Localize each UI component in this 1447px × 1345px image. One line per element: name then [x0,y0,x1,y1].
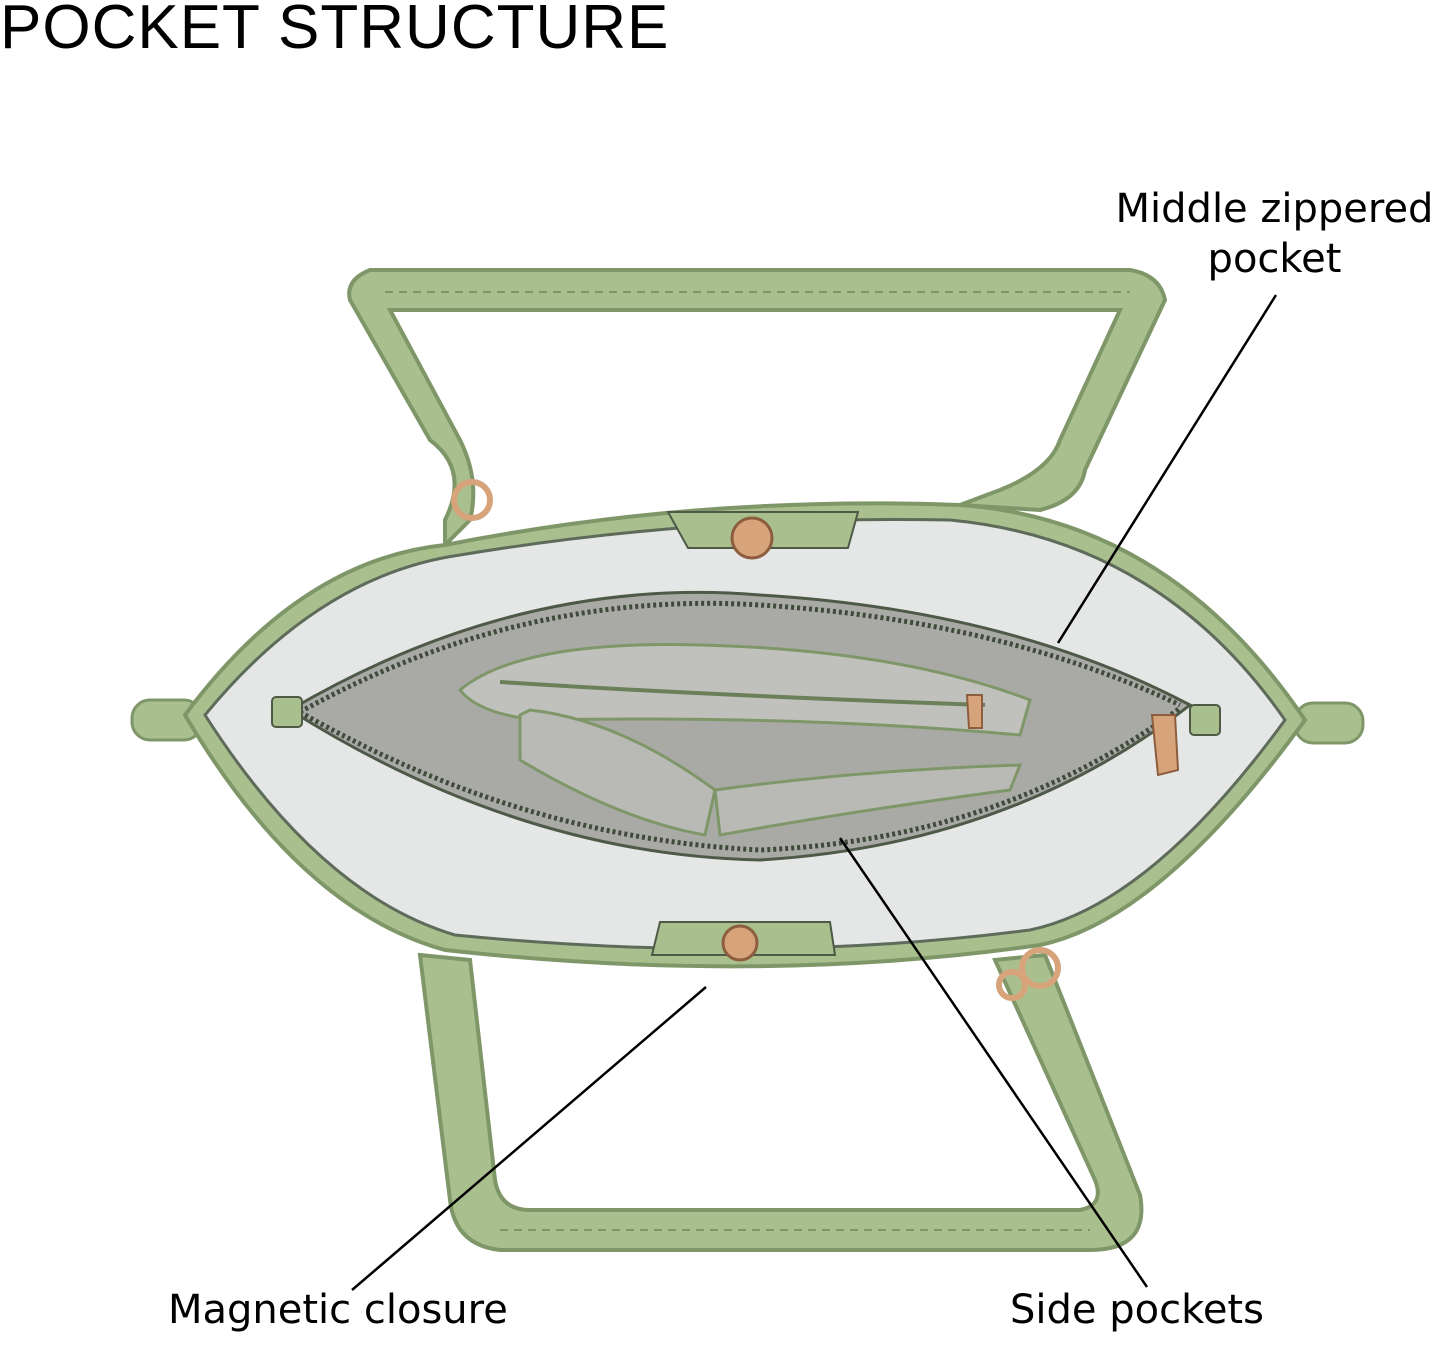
top-handle [347,268,1168,550]
page-title: POCKET STRUCTURE [0,0,670,62]
side-pocket-right [713,763,1023,837]
d-ring-hardware [451,479,1061,1001]
zipper-pull-main [1150,714,1180,777]
callout-middle-zippered-pocket: Middle zippered pocket [1102,184,1447,284]
side-pocket-left [518,708,717,837]
callout-magnetic-closure: Magnetic closure [168,1287,508,1333]
callout-middle-line2: pocket [1207,236,1342,282]
magnetic-closure-bottom [650,921,837,962]
callout-line-side-pockets [838,837,1149,1288]
callout-line-magnetic-closure [351,986,707,1291]
callout-line-middle-pocket [1056,294,1278,644]
callout-side-pockets: Side pockets [1010,1287,1264,1333]
bottom-handle [417,952,1144,1252]
magnetic-closure-top [666,511,860,560]
callout-middle-line1: Middle zippered [1115,186,1434,232]
zipper-pull-inner [965,694,983,729]
